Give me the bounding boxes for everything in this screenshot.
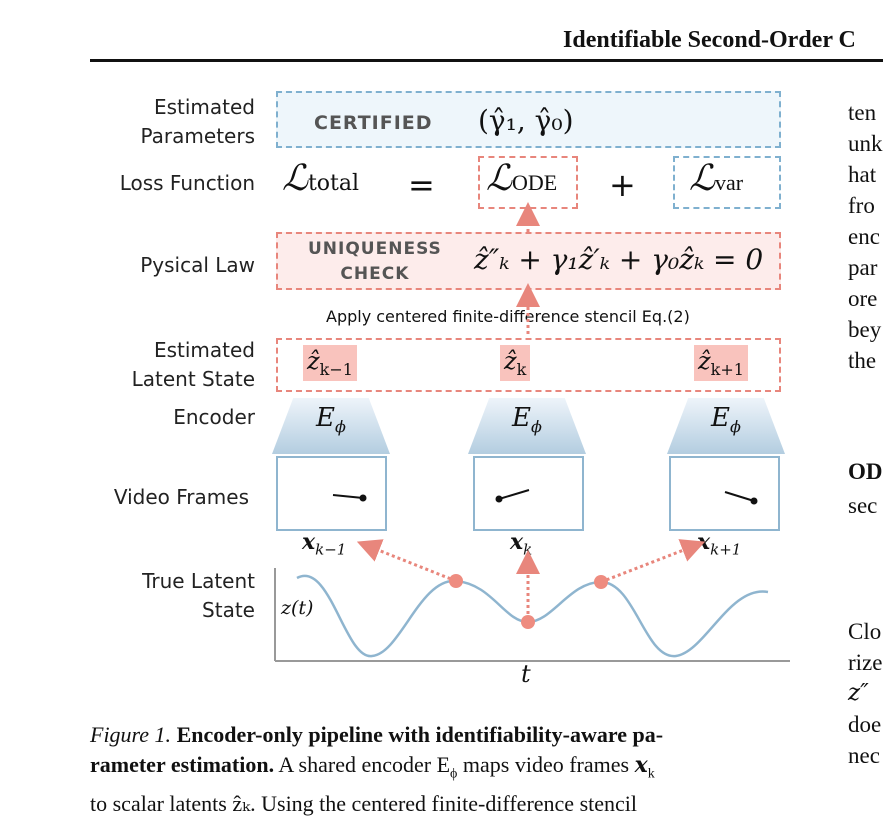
parameters-box: CERTIFIED (γ̂₁, γ̂₀): [276, 91, 781, 148]
encoder-trapezoid-2: [468, 398, 586, 454]
loss-var-symbol: ℒ: [689, 158, 715, 199]
sample-point-left: [449, 574, 463, 588]
caption-text: A shared encoder E: [278, 752, 451, 777]
video-frame-1: [276, 456, 387, 531]
loss-ode-sub: ODE: [511, 170, 558, 195]
right-column-sec: sec: [848, 493, 878, 518]
label-true-latent-state: True Latent State: [142, 569, 255, 622]
encoder-trapezoid-3: [667, 398, 785, 454]
video-frame-2: [473, 456, 584, 531]
encoder-label-2: Eϕ: [512, 403, 542, 437]
encoder-trapezoid-1: [272, 398, 390, 454]
loss-var-box: ℒvar: [673, 156, 781, 209]
certified-tag: CERTIFIED: [314, 112, 433, 134]
loss-ode-symbol: ℒ: [486, 158, 512, 199]
header-rule: [90, 59, 883, 62]
latent-state-box: [276, 338, 781, 392]
stencil-note: Apply centered finite-difference stencil…: [326, 307, 690, 326]
frame-label-k-minus-1: xk−1: [302, 529, 347, 559]
frame-label-k: xk: [510, 529, 533, 559]
latent-z-k-plus-1: ẑk+1: [694, 345, 748, 381]
label-video-frames: Video Frames: [113, 485, 249, 509]
right-column-heading: OD: [848, 459, 883, 484]
loss-equals: =: [408, 166, 435, 204]
arrow-peak-right: [600, 539, 706, 584]
uniqueness-check-tag: UNIQUENESS CHECK: [308, 239, 442, 284]
label-physical-law: Pysical Law: [140, 253, 255, 277]
label-estimated-latent-state: Estimated Latent State: [131, 338, 255, 391]
sample-point-right: [594, 575, 608, 589]
label-estimated-parameters: Estimated Parameters: [140, 95, 255, 148]
loss-total: ℒtotal: [282, 158, 359, 199]
running-header: Identifiable Second-Order C: [563, 27, 856, 53]
latent-curve: [296, 574, 769, 658]
pendulum-icon: [332, 494, 367, 502]
pendulum-icon: [724, 491, 758, 505]
loss-total-sub: total: [307, 171, 360, 196]
latent-z-k-minus-1: ẑk−1: [303, 345, 357, 381]
figure-overlay: [274, 202, 790, 662]
video-frame-3: [669, 456, 780, 531]
caption-bold: Encoder-only pipeline with identifiabili…: [90, 722, 664, 777]
caption-text-line3: to scalar latents ẑₖ. Using the centered…: [90, 791, 637, 817]
loss-var-sub: var: [714, 170, 744, 195]
ode-equation: ẑ″ₖ + γ₁ẑ′ₖ + γ₀ẑₖ = 0: [474, 243, 764, 276]
label-loss-function: Loss Function: [119, 171, 255, 195]
loss-total-symbol: ℒ: [282, 158, 308, 199]
arrow-peak-left: [356, 539, 457, 583]
encoder-label-3: Eϕ: [711, 403, 741, 437]
label-encoder: Encoder: [173, 405, 255, 429]
latent-z-k: ẑk: [500, 345, 531, 381]
curve-y-label: z(t): [281, 597, 314, 619]
pendulum-icon: [495, 489, 530, 503]
loss-plus: +: [609, 166, 636, 204]
curve-x-label: t: [521, 660, 531, 688]
parameters-expression: (γ̂₁, γ̂₀): [478, 104, 574, 137]
encoder-label-1: Eϕ: [316, 403, 346, 437]
sample-point-mid: [521, 615, 535, 629]
caption-prefix: Figure 1.: [90, 722, 172, 747]
figure-caption: Figure 1. Encoder-only pipeline with ide…: [90, 722, 664, 817]
physical-law-box: UNIQUENESS CHECK ẑ″ₖ + γ₁ẑ′ₖ + γ₀ẑₖ = 0: [276, 232, 781, 290]
